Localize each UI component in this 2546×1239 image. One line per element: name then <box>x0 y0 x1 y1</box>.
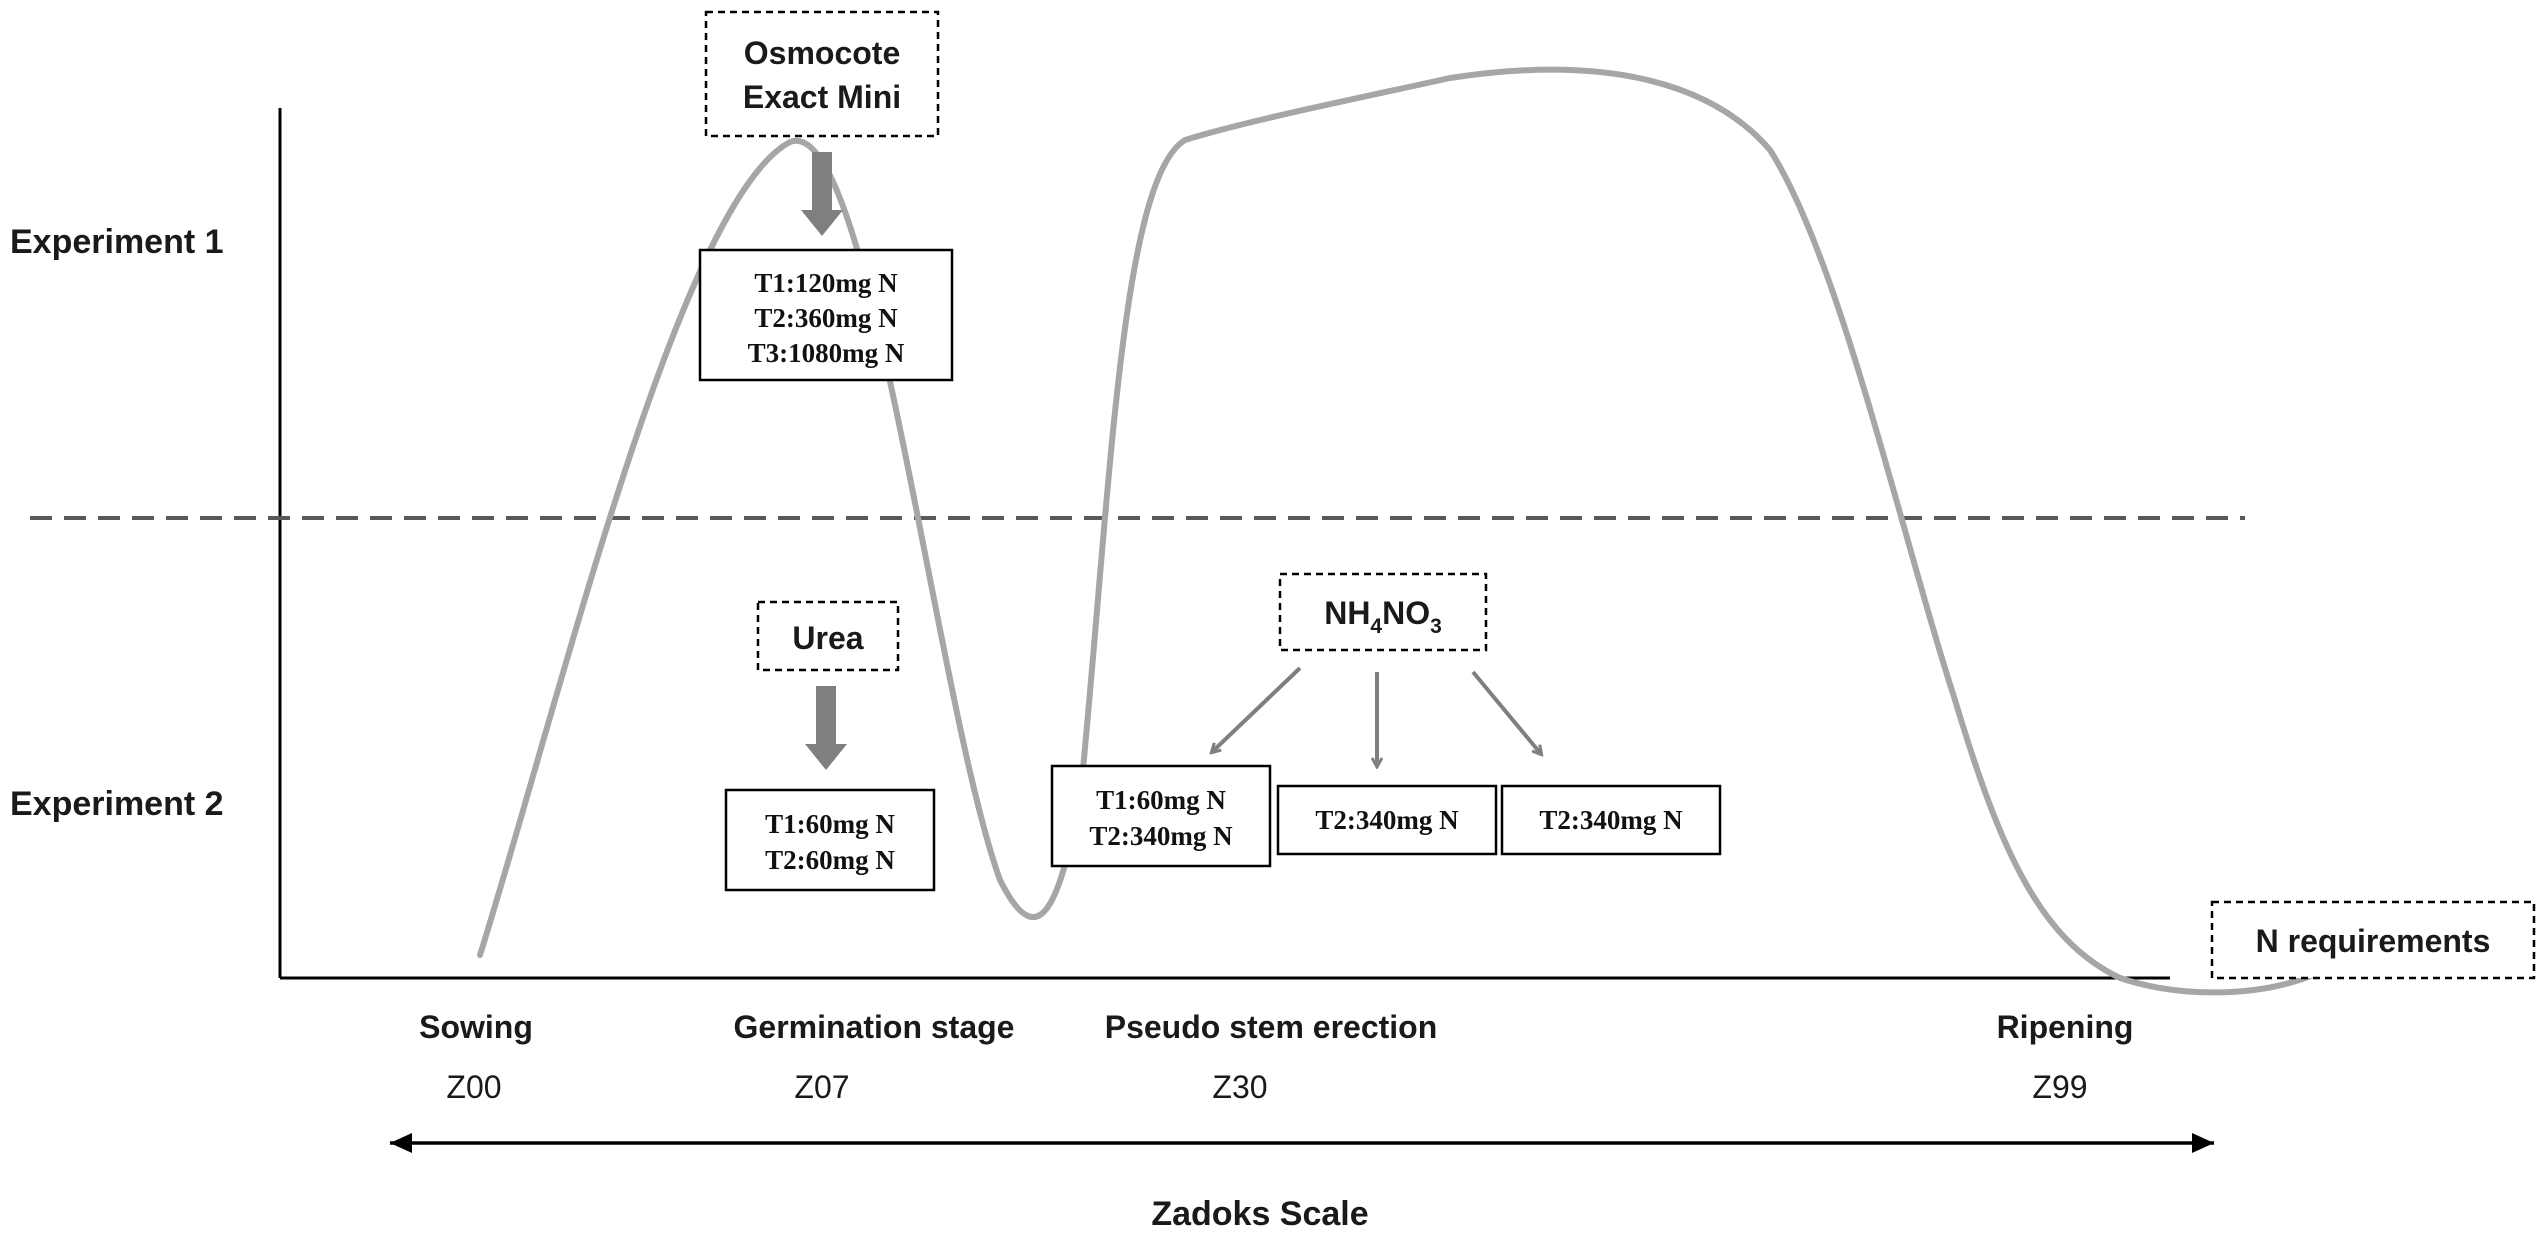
nh4no3-label: NH4NO3 <box>1324 595 1442 638</box>
stage-sowing: Sowing <box>419 1009 533 1045</box>
urea-box <box>756 600 900 672</box>
nh4no3-treatment-box-b <box>1276 784 1498 856</box>
nh4no3-c-treatment: T2:340mg N <box>1539 805 1683 835</box>
exp1-treatment-3: T3:1080mg N <box>748 338 905 368</box>
exp1-treatment-2: T2:360mg N <box>754 303 898 333</box>
urea-treatment-1: T1:60mg N <box>765 809 895 839</box>
n-requirements-label: N requirements <box>2256 923 2491 959</box>
nh4no3-a-treatment-2: T2:340mg N <box>1089 821 1233 851</box>
nh4no3-treatment-box-a <box>1050 764 1272 868</box>
osmocote-box <box>704 10 940 138</box>
nh4no3-box <box>1278 572 1488 652</box>
stage-germination: Germination stage <box>734 1009 1015 1045</box>
nh4no3-a-treatment-1: T1:60mg N <box>1096 785 1226 815</box>
experiment-2-label: Experiment 2 <box>10 785 224 823</box>
urea-treatment-2: T2:60mg N <box>765 845 895 875</box>
stage-pseudo-stem: Pseudo stem erection <box>1105 1009 1438 1045</box>
code-z30: Z30 <box>1212 1069 1267 1105</box>
nh4no3-arrow-left <box>1212 666 1302 752</box>
exp1-treatment-box <box>698 248 954 382</box>
experiment-1-label: Experiment 1 <box>10 223 224 261</box>
nh4no3-b-treatment: T2:340mg N <box>1315 805 1459 835</box>
n-requirements-box <box>2210 900 2536 980</box>
code-z00: Z00 <box>446 1069 501 1105</box>
urea-treatment-box <box>724 788 936 892</box>
osmocote-label-line2: Exact Mini <box>743 79 901 115</box>
urea-label: Urea <box>792 620 863 656</box>
code-z07: Z07 <box>794 1069 849 1105</box>
nh4no3-treatment-box-c <box>1500 784 1722 856</box>
osmocote-arrow <box>801 152 843 236</box>
code-z99: Z99 <box>2032 1069 2087 1105</box>
zadoks-scale-label: Zadoks Scale <box>1151 1195 1368 1233</box>
osmocote-label-line1: Osmocote <box>744 35 900 71</box>
nh4no3-arrow-right <box>1471 670 1541 754</box>
exp1-treatment-1: T1:120mg N <box>754 268 898 298</box>
stage-ripening: Ripening <box>1997 1009 2134 1045</box>
n-requirement-curve <box>477 66 2321 996</box>
urea-arrow <box>805 686 847 770</box>
